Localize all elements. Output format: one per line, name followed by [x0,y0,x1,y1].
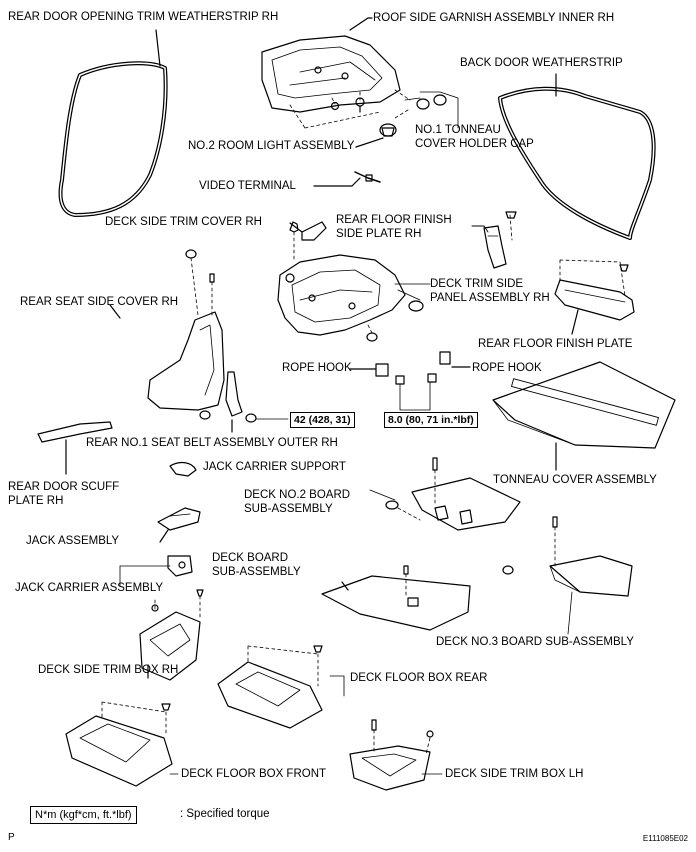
deck-floor-box-rear-drawing [217,661,323,729]
label-tonneau-holder-cap-line2: COVER HOLDER CAP [415,138,534,150]
label-room-light: NO.2 ROOM LIGHT ASSEMBLY [188,140,355,152]
label-tonneau-cover: TONNEAU COVER ASSEMBLY [493,474,657,486]
label-rear-floor-finish-plate: REAR FLOOR FINISH PLATE [478,338,633,350]
label-tonneau-holder-cap-line1: NO.1 TONNEAU [415,124,501,136]
deck-side-trim-box-rh-drawing [139,611,201,681]
label-jack-assembly: JACK ASSEMBLY [26,535,120,547]
label-jack-carrier: JACK CARRIER ASSEMBLY [15,582,164,594]
label-deck-side-trim-box-lh: DECK SIDE TRIM BOX LH [445,768,584,780]
label-back-door-weatherstrip: BACK DOOR WEATHERSTRIP [460,57,623,69]
deck-trim-side-panel-drawing [277,254,406,336]
label-rear-floor-finish-side-line2: SIDE PLATE RH [336,228,422,240]
label-jack-carrier-support: JACK CARRIER SUPPORT [203,461,346,473]
label-roof-side-garnish: ROOF SIDE GARNISH ASSEMBLY INNER RH [373,12,615,24]
label-deck-trim-side-line2: PANEL ASSEMBLY RH [430,292,550,304]
back-door-weatherstrip-drawing [498,86,656,240]
deck-no3-board-drawing [549,555,633,597]
label-deck-floor-box-front: DECK FLOOR BOX FRONT [181,768,327,780]
label-rear-door-scuff-line2: PLATE RH [8,495,64,507]
rear-door-weatherstrip-drawing [58,61,168,217]
torque-rope-hook: 8.0 (80, 71 in.*lbf) [384,412,478,428]
label-deck-side-trim-box-rh: DECK SIDE TRIM BOX RH [38,664,179,676]
label-rear-seat-side-cover: REAR SEAT SIDE COVER RH [20,296,179,308]
corner-mark: P [8,832,15,843]
label-rope-hook-left: ROPE HOOK [282,362,352,374]
jack-assembly-drawing [157,507,201,531]
figure-code: E111085E02 [642,834,688,843]
deck-floor-box-front-drawing [65,715,173,787]
rear-seat-side-cover-drawing [147,311,225,411]
label-video-terminal: VIDEO TERMINAL [199,180,296,192]
label-deck-board-line1: DECK BOARD [212,552,289,564]
label-deck-no2-board-line1: DECK NO.2 BOARD [244,489,351,501]
torque-legend-text: : Specified torque [180,808,270,820]
label-rear-door-weatherstrip: REAR DOOR OPENING TRIM WEATHERSTRIP RH [8,11,279,23]
label-deck-trim-side-line1: DECK TRIM SIDE [430,278,524,290]
rear-floor-finish-plate-drawing [554,279,635,321]
label-rear-floor-finish-side-line1: REAR FLOOR FINISH [336,214,452,226]
label-deck-side-trim-cover: DECK SIDE TRIM COVER RH [105,216,262,228]
label-seat-belt-outer: REAR NO.1 SEAT BELT ASSEMBLY OUTER RH [86,437,338,449]
deck-no2-board-drawing [411,477,521,531]
torque-seat-belt: 42 (428, 31) [290,412,355,428]
roof-side-garnish-drawing [261,35,401,113]
label-deck-floor-box-rear: DECK FLOOR BOX REAR [350,672,488,684]
deck-side-trim-box-lh-drawing [349,745,431,791]
deck-board-drawing [321,575,471,631]
tonneau-cover-drawing [492,361,676,449]
label-rope-hook-right: ROPE HOOK [472,362,542,374]
label-deck-no2-board-line2: SUB-ASSEMBLY [244,503,333,515]
label-rear-door-scuff-line1: REAR DOOR SCUFF [8,481,120,493]
torque-unit-legend: N*m (kgf*cm, ft.*lbf) [30,806,137,824]
label-deck-board-line2: SUB-ASSEMBLY [212,566,301,578]
label-deck-no3-board: DECK NO.3 BOARD SUB-ASSEMBLY [436,636,634,648]
